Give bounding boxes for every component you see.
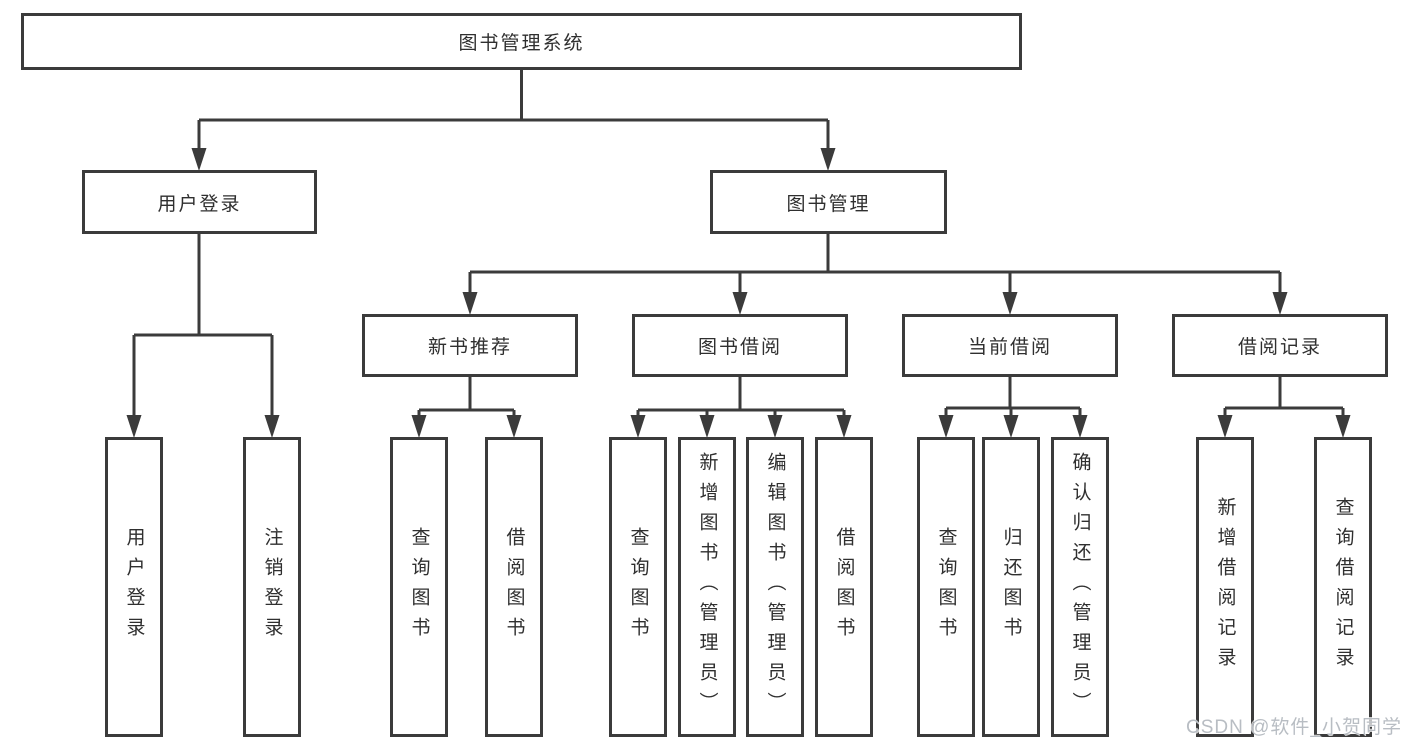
node-book-management: 图书管理 (710, 170, 947, 234)
node-label: 编辑图书（管理员） (764, 452, 786, 722)
arrowhead (699, 415, 715, 438)
arrowhead (1217, 415, 1233, 438)
connector-root-to-level1 (191, 70, 836, 171)
leaf-query-borrow-record: 查询借阅记录 (1314, 437, 1372, 737)
node-label: 归还图书 (1000, 527, 1022, 647)
node-label: 新增借阅记录 (1214, 497, 1236, 677)
node-label: 查询借阅记录 (1332, 497, 1354, 677)
arrowhead (264, 415, 280, 438)
node-label: 图书借阅 (697, 337, 782, 358)
node-label: 借阅记录 (1237, 337, 1322, 358)
leaf-borrow-book: 借阅图书 (815, 437, 873, 737)
node-label: 查询图书 (408, 527, 430, 647)
node-label: 借阅图书 (503, 527, 525, 647)
node-current-borrow: 当前借阅 (902, 314, 1118, 377)
csdn-watermark: CSDN @软件_小贺同学 (1186, 717, 1402, 738)
node-new-book-recommend: 新书推荐 (362, 314, 578, 377)
arrowhead (1335, 415, 1351, 438)
arrowhead (191, 148, 207, 171)
leaf-return-book: 归还图书 (982, 437, 1040, 737)
arrowhead (126, 415, 142, 438)
leaf-logout: 注销登录 (243, 437, 301, 737)
arrowhead (1002, 292, 1018, 315)
leaf-borrow-book-recommend: 借阅图书 (485, 437, 543, 737)
leaf-add-book-admin: 新增图书（管理员） (678, 437, 736, 737)
node-label: 新书推荐 (427, 337, 512, 358)
arrowhead (1072, 415, 1088, 438)
node-borrow-record: 借阅记录 (1172, 314, 1388, 377)
node-book-borrow: 图书借阅 (632, 314, 848, 377)
leaf-query-book-recommend: 查询图书 (390, 437, 448, 737)
arrowhead (767, 415, 783, 438)
arrowhead (411, 415, 427, 438)
node-label: 用户登录 (123, 527, 145, 647)
node-label: 借阅图书 (833, 527, 855, 647)
node-label: 图书管理 (786, 193, 871, 215)
arrowhead (836, 415, 852, 438)
arrowhead (1272, 292, 1288, 315)
leaf-add-borrow-record: 新增借阅记录 (1196, 437, 1254, 737)
arrowhead (820, 148, 836, 171)
node-label: 确认归还（管理员） (1069, 452, 1091, 722)
arrowhead (938, 415, 954, 438)
node-label: 图书管理系统 (458, 33, 585, 54)
node-label: 查询图书 (627, 527, 649, 647)
connector-new-book-recommend (411, 377, 522, 438)
node-label: 查询图书 (935, 527, 957, 647)
node-user-login: 用户登录 (82, 170, 317, 234)
leaf-confirm-return-admin: 确认归还（管理员） (1051, 437, 1109, 737)
arrowhead (1003, 415, 1019, 438)
connector-user-login (126, 233, 280, 438)
leaf-user-login: 用户登录 (105, 437, 163, 737)
node-label: 当前借阅 (967, 337, 1052, 358)
connector-book-management (462, 233, 1288, 315)
arrowhead (630, 415, 646, 438)
arrowhead (732, 292, 748, 315)
leaf-query-book-borrow: 查询图书 (609, 437, 667, 737)
leaf-edit-book-admin: 编辑图书（管理员） (746, 437, 804, 737)
node-label: 新增图书（管理员） (696, 452, 718, 722)
node-label: 用户登录 (157, 193, 242, 215)
node-label: 注销登录 (261, 527, 283, 647)
connector-current-borrow (938, 377, 1088, 438)
arrowhead (462, 292, 478, 315)
leaf-query-book-current: 查询图书 (917, 437, 975, 737)
connector-borrow-record (1217, 377, 1351, 438)
arrowhead (506, 415, 522, 438)
connector-book-borrow (630, 377, 852, 438)
node-root: 图书管理系统 (21, 13, 1022, 70)
